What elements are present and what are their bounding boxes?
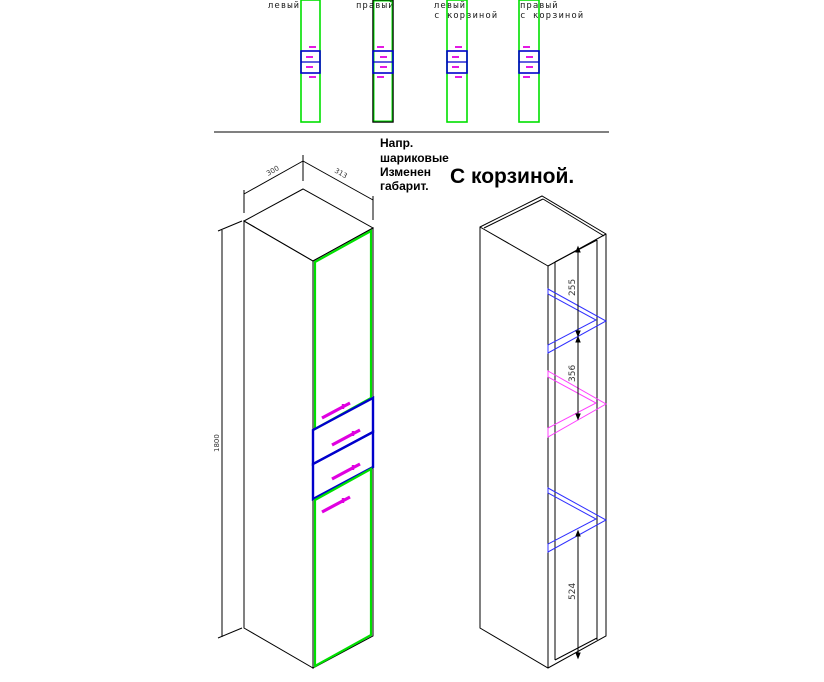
variant-label: правый [356,1,395,11]
width-dimension: 300 [265,164,281,177]
cabinet-top [242,188,375,262]
variant-label: левый [434,1,466,11]
variant-sublabel: с корзиной [434,11,498,21]
cabinet-front [312,227,374,669]
notes: Напр. шариковые Изменен габарит. [380,136,449,193]
shelf-gap-1: 255 [568,279,578,296]
cabinet-front-outline [300,0,321,123]
cabinet-isometric-closed [217,155,375,669]
drawer-lower [311,430,375,501]
shelf-gap-2: 356 [568,365,578,382]
cabinet-carcass [479,195,607,669]
variant-sublabel: с корзиной [520,11,584,21]
shelf-basket [547,370,608,438]
variant-left-basket: левый с корзиной [434,0,498,123]
variant-label: левый [268,1,300,11]
variant-right-basket: правый с корзиной [518,0,584,123]
height-dimension: 1800 [213,434,221,452]
cabinet-front-outline [372,0,394,123]
lower-door-handle [321,495,351,514]
width-dimension-line [243,160,304,195]
shelf-3 [547,487,608,553]
lower-door [313,467,373,668]
cabinet-isometric-open [479,195,608,669]
section-heading: С корзиной. [450,165,574,188]
note-line: шариковые [380,151,449,165]
shelf-gap-3: 524 [568,583,578,600]
cabinet-side [243,220,314,669]
shelf-1 [547,288,608,354]
depth-dimension-line [302,160,374,201]
upper-door-handle [321,401,351,420]
drawer-upper-handle [331,428,361,447]
note-line: Изменен [380,165,431,179]
variant-right: правый [356,0,395,123]
upper-door [313,229,373,431]
drawer-lower-handle [331,462,361,481]
depth-dimension: 313 [333,167,349,180]
note-line: Напр. [380,136,413,150]
variant-left: левый [268,0,321,123]
note-line: габарит. [380,179,429,193]
